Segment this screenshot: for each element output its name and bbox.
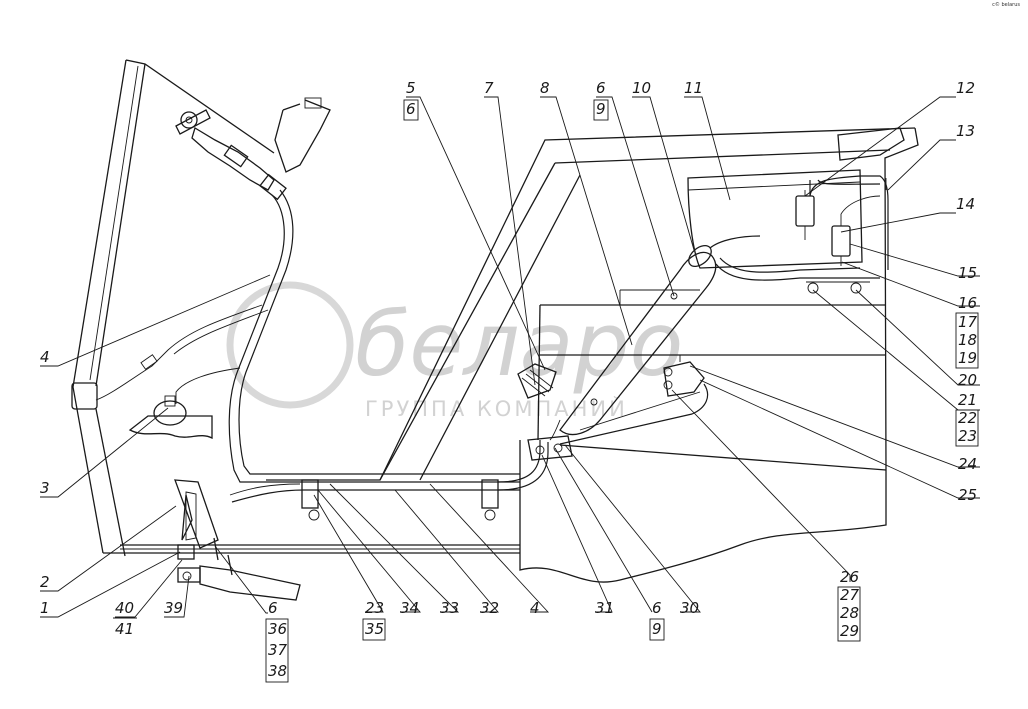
callout-23-bottom: 23 bbox=[365, 599, 384, 617]
callout-18: 18 bbox=[958, 331, 977, 349]
callout-8: 8 bbox=[540, 79, 550, 97]
callout-11: 11 bbox=[684, 79, 703, 97]
callout-35: 35 bbox=[365, 620, 384, 638]
callout-29: 29 bbox=[840, 622, 859, 640]
callout-37: 37 bbox=[268, 641, 288, 659]
bottom-pipes bbox=[229, 440, 549, 521]
tank bbox=[687, 127, 905, 269]
callout-41: 41 bbox=[115, 620, 134, 638]
callout-13: 13 bbox=[956, 122, 975, 140]
callout-23-right: 23 bbox=[958, 427, 977, 445]
callout-labels: 4 3 2 1 40 41 39 6 36 37 38 23 35 34 33 … bbox=[40, 79, 979, 683]
callout-22: 22 bbox=[958, 409, 977, 427]
callout-32: 32 bbox=[480, 599, 499, 617]
leader-lines bbox=[40, 96, 980, 618]
callout-26: 26 bbox=[840, 568, 859, 586]
callout-27: 27 bbox=[840, 586, 860, 604]
callout-6-top-left: 6 bbox=[406, 100, 416, 118]
callout-3: 3 bbox=[40, 479, 50, 497]
callout-4-left: 4 bbox=[40, 348, 50, 366]
callout-40: 40 bbox=[115, 599, 134, 617]
callout-5: 5 bbox=[406, 79, 416, 97]
callout-4-bottom: 4 bbox=[530, 599, 540, 617]
callout-39: 39 bbox=[164, 599, 183, 617]
callout-15: 15 bbox=[958, 264, 977, 282]
callout-2: 2 bbox=[40, 573, 50, 591]
corner-mark: c© belarus bbox=[992, 2, 1020, 8]
main-hose bbox=[559, 235, 880, 436]
callout-17: 17 bbox=[958, 313, 978, 331]
callout-14: 14 bbox=[956, 195, 975, 213]
callout-1: 1 bbox=[40, 599, 50, 617]
callout-20: 20 bbox=[958, 371, 977, 389]
callout-38: 38 bbox=[268, 662, 287, 680]
callout-25: 25 bbox=[958, 486, 977, 504]
right-panel bbox=[266, 127, 919, 583]
callout-28: 28 bbox=[840, 604, 859, 622]
callout-30: 30 bbox=[680, 599, 699, 617]
callout-10: 10 bbox=[632, 79, 651, 97]
callout-24: 24 bbox=[958, 455, 977, 473]
filters bbox=[795, 175, 889, 294]
callout-6-bottom-left: 6 bbox=[268, 599, 278, 617]
callout-33: 33 bbox=[440, 599, 459, 617]
callout-12: 12 bbox=[956, 79, 975, 97]
top-linkage bbox=[175, 109, 287, 201]
callout-36: 36 bbox=[268, 620, 287, 638]
lower-left-bracket bbox=[174, 479, 301, 601]
callout-9-bottom: 9 bbox=[652, 620, 662, 638]
cab-frame bbox=[71, 59, 520, 557]
callout-21: 21 bbox=[958, 391, 977, 409]
watermark-logo-ring bbox=[226, 281, 354, 409]
callout-34: 34 bbox=[400, 599, 419, 617]
callout-6-top-mid: 6 bbox=[596, 79, 606, 97]
callout-6-bottom-mid: 6 bbox=[652, 599, 662, 617]
callout-7: 7 bbox=[484, 79, 494, 97]
wire-harness-left bbox=[95, 304, 269, 440]
watermark-brand: беларо bbox=[355, 293, 683, 396]
callout-9-top: 9 bbox=[596, 100, 606, 118]
callout-16: 16 bbox=[958, 294, 977, 312]
watermark: беларо ГРУППА КОМПАНИЙ bbox=[226, 281, 683, 421]
left-hose bbox=[228, 189, 520, 483]
callout-31: 31 bbox=[595, 599, 614, 617]
watermark-tagline: ГРУППА КОМПАНИЙ bbox=[365, 396, 628, 421]
callout-19: 19 bbox=[958, 349, 977, 367]
